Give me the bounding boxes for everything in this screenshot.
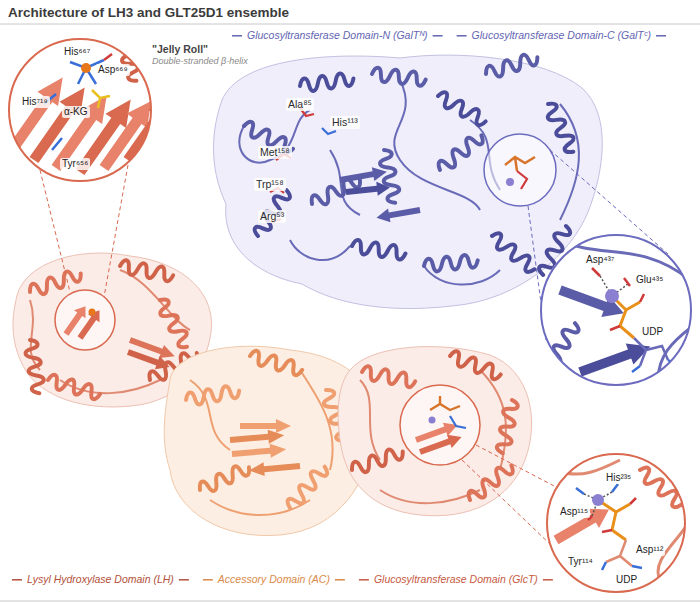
residue-label: α-KG [62, 106, 90, 118]
residue-label: Trp¹⁵⁸ [254, 178, 286, 191]
dash-rule [12, 579, 22, 581]
dash-rule [656, 35, 666, 37]
dash-rule [359, 579, 369, 581]
zoom-inset: Asp⁴³⁷ Glu⁴³⁵ UDP [540, 234, 692, 386]
annotation-title: "Jelly Roll" [152, 43, 208, 56]
rule [0, 24, 700, 25]
residue-label: Tyr⁶⁵⁶ [60, 158, 90, 170]
residue-label: Glu⁴³⁵ [634, 274, 665, 286]
domain-label: Glucosyltransferase Domain-C (GalTᶜ) [472, 29, 651, 42]
inset-picture [546, 453, 690, 593]
residue-label: Ala⁸⁵ [286, 98, 314, 111]
residue-label: Asp¹¹⁵ [558, 506, 590, 518]
zoom-inset: His²³⁵ Asp¹¹⁵ Asp¹¹² Tyr¹¹⁴ UDP [546, 453, 686, 593]
dash-rule [232, 35, 242, 37]
residue-label: Met¹⁵⁸ [258, 146, 292, 159]
residue-label: UDP [640, 326, 665, 338]
dash-rule [457, 35, 467, 37]
residue-label: Tyr¹¹⁴ [566, 556, 595, 568]
dash-rule [543, 579, 553, 581]
residue-label: UDP [614, 574, 639, 586]
residue-label: Asp⁶⁶⁹ [96, 64, 130, 76]
residue-label: His²³⁵ [604, 472, 633, 484]
rule [0, 601, 700, 602]
figure-title: Architecture of LH3 and GLT25D1 ensemble [8, 5, 289, 21]
residue-label: Arg⁵³ [258, 210, 286, 223]
dash-rule [433, 35, 443, 37]
inset-picture [540, 234, 700, 390]
domain-label: Accessory Domain (AC) [218, 573, 330, 586]
dash-rule [179, 579, 189, 581]
residue-label: His⁷¹⁹ [20, 96, 50, 108]
dash-rule [335, 579, 345, 581]
domain-label: Glucosyltransferase Domain-N (GalTᴺ) [247, 29, 428, 42]
residue-label: His⁶⁶⁷ [62, 46, 92, 58]
domain-label: Glucosyltransferase Domain (GlcT) [374, 573, 538, 586]
zoom-inset: His⁶⁶⁷ Asp⁶⁶⁹ His⁷¹⁹ α-KG Tyr⁶⁵⁶ [8, 38, 152, 182]
residue-label: Asp¹¹² [634, 544, 665, 556]
residue-label: His¹¹³ [330, 116, 360, 129]
residue-label: Asp⁴³⁷ [584, 254, 616, 266]
domain-label: Lysyl Hydroxylase Domain (LH) [27, 573, 174, 586]
dash-rule [203, 579, 213, 581]
annotation-note: Double-stranded β-helix [152, 56, 248, 67]
glct-protein [338, 347, 556, 545]
